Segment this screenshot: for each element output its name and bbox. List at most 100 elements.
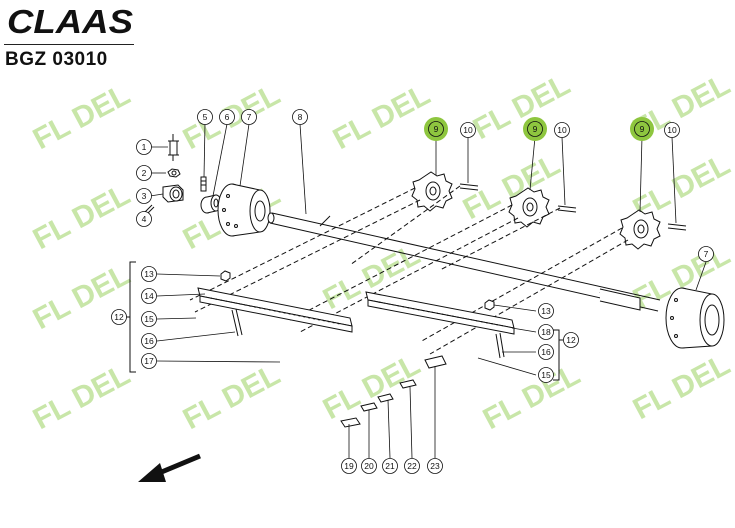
callout-circle [382,458,398,474]
callout-number: 12 [114,312,124,322]
callout-number: 19 [344,461,354,471]
callout-number: 9 [640,124,645,134]
callout-circle [538,324,554,340]
callout-23: 23 [427,458,443,474]
part-2-nut [167,168,181,178]
callout-20: 20 [361,458,377,474]
callout-18: 18 [538,324,554,340]
callout-circle [141,353,157,369]
part-5-spring-pin [200,176,207,192]
part-3-bearing-housing [162,184,184,203]
callout-number: 10 [557,125,567,135]
leader-lines [143,123,707,459]
callout-22: 22 [404,458,420,474]
callout-12: 12 [563,332,579,348]
part-14-knife-bar-left [197,287,353,333]
callout-circle [136,139,152,155]
callout-number: 9 [434,124,439,134]
callout-14: 14 [141,288,157,304]
callout-number: 4 [142,214,147,224]
callout-number: 10 [667,125,677,135]
callout-circle [241,109,257,125]
part-15-knife-bar-right [365,291,515,335]
callout-number: 21 [385,461,395,471]
callout-17: 17 [141,353,157,369]
parts-drawing [126,123,725,482]
callout-highlight [424,117,448,141]
callout-number: 18 [541,327,551,337]
part-7-hub-left [217,183,271,237]
callout-10: 10 [460,122,476,138]
part-13-nuts [220,270,495,311]
part-10-pins [459,183,687,231]
diagram-code: BGZ 03010 [5,49,108,70]
watermark-text: FL DEL [178,358,286,436]
callout-number: 9 [533,124,538,134]
callout-19: 19 [341,458,357,474]
watermark-text: FL DEL [318,348,426,426]
callout-number: 15 [144,314,154,324]
callout-circle [404,458,420,474]
callout-number: 7 [247,112,252,122]
callout-number: 20 [364,461,374,471]
callout-circle [538,303,554,319]
brand-text: CLAAS [7,4,133,38]
callout-number: 16 [144,336,154,346]
callout-number: 8 [298,112,303,122]
callout-10: 10 [664,122,680,138]
watermark-text: FL DEL [28,78,136,156]
watermark-text: FL DEL [28,358,136,436]
part-16-bolts [231,308,505,359]
callout-circle [341,458,357,474]
callout-4: 4 [136,211,152,227]
callout-number: 15 [541,370,551,380]
callout-13: 13 [141,266,157,282]
callout-highlight [630,117,654,141]
assembly-lines [189,185,629,355]
callout-circle [219,109,235,125]
callout-circle [111,309,127,325]
callout-number: 2 [142,168,147,178]
callout-number: 6 [225,112,230,122]
callout-9: 9 [630,117,654,141]
callout-12: 12 [111,309,127,325]
callout-10: 10 [554,122,570,138]
callout-circle [136,188,152,204]
group-braces [126,261,563,381]
callout-circle [292,109,308,125]
callout-13: 13 [538,303,554,319]
callout-16: 16 [141,333,157,349]
callout-1: 1 [136,139,152,155]
callout-3: 3 [136,188,152,204]
callout-circle [141,311,157,327]
callout-number: 13 [144,269,154,279]
callout-8: 8 [292,109,308,125]
part-9-sprocket-b [508,187,550,228]
callout-15: 15 [538,367,554,383]
watermark-text: FL DEL [478,358,586,436]
watermark-text: FL DEL [28,178,136,256]
callout-number: 17 [144,356,154,366]
part-9-sprocket-a [411,171,453,212]
callout-number: 13 [541,306,551,316]
callout-number: 7 [704,249,709,259]
part-7-hub-right [665,287,725,349]
header-divider [4,44,134,45]
callout-16: 16 [538,344,554,360]
callout-7: 7 [241,109,257,125]
callout-circle [427,458,443,474]
callout-circle [197,109,213,125]
callout-number: 23 [430,461,440,471]
callout-number: 12 [566,335,576,345]
brand-logo: CLAAS [6,4,136,38]
callout-5: 5 [197,109,213,125]
callout-number: 3 [142,191,147,201]
callout-number: 5 [203,112,208,122]
callout-circle [141,288,157,304]
callout-circle [136,211,152,227]
watermark-text: FL DEL [328,78,436,156]
direction-arrow [138,453,201,482]
callout-circle [428,121,444,137]
callout-9: 9 [424,117,448,141]
